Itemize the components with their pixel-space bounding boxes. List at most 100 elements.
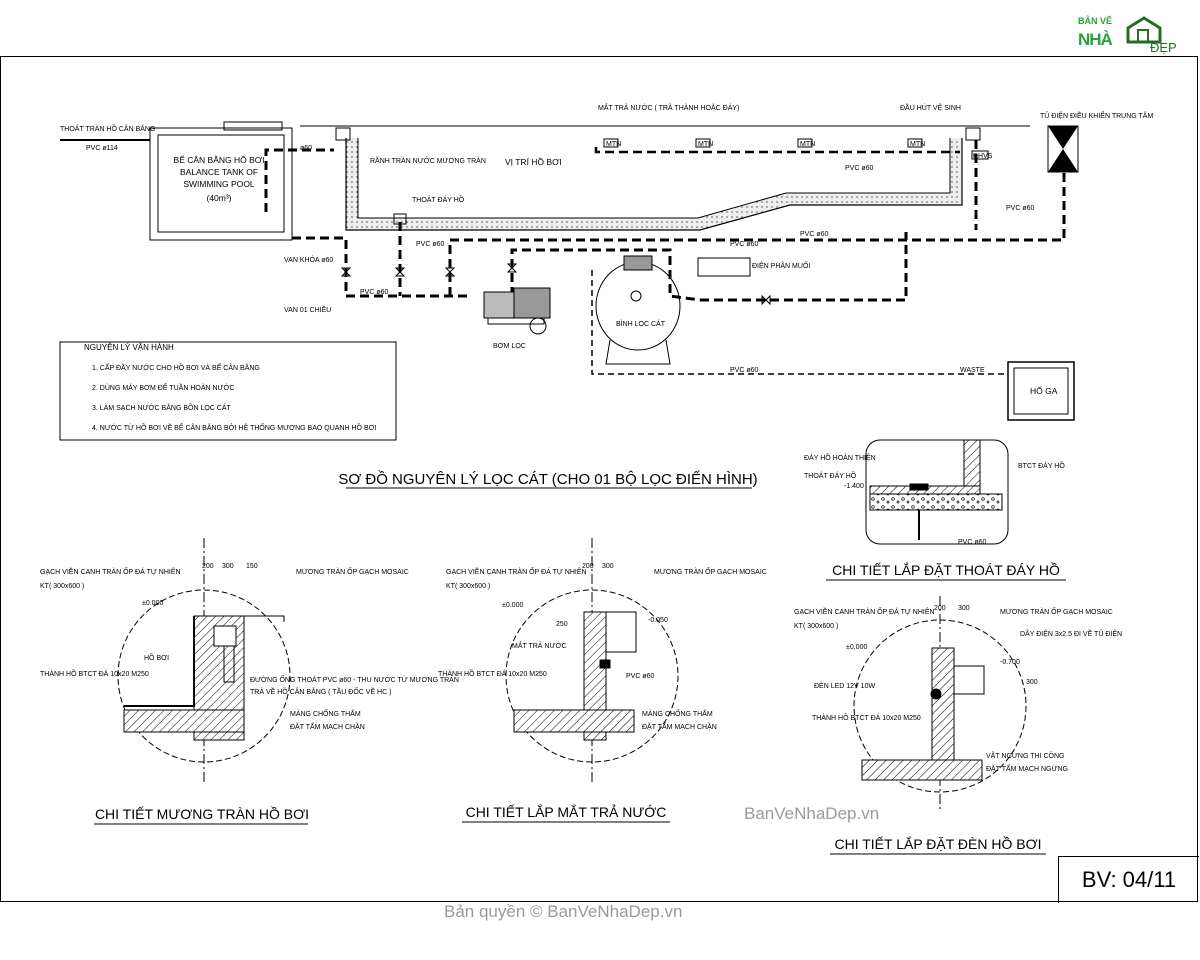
manhole-outer: [1007, 361, 1075, 421]
pvc-60-label-pool: PVC ø60: [845, 165, 874, 172]
balance-tank-outer: [149, 127, 293, 241]
pvc-60-label-e: PVC ø60: [1006, 205, 1035, 212]
gutter-pipe-label: ĐƯỜNG ỐNG THOÁT PVC ø60 - THU NƯỚC TỪ MƯ…: [250, 674, 459, 684]
gutter-membrane: [124, 616, 195, 707]
light-waterproof-label: VẬT NGỪNG THI CÔNG: [986, 751, 1064, 760]
gutter-detail-circle: [117, 589, 291, 763]
valves: [340, 263, 771, 306]
pvc-60-label-g: PVC ø60: [730, 367, 759, 374]
balance-tank-volume: (40m³): [206, 193, 231, 203]
sand-filter-icon: [595, 255, 681, 365]
sand-filter-label: BÌNH LỌC CÁT: [616, 319, 666, 328]
waste-pipe: [591, 270, 1006, 375]
light-slab: [861, 759, 983, 781]
light-level: ±0.000: [846, 644, 867, 651]
balance-tank-name-en-1: BALANCE TANK OF: [180, 167, 258, 177]
pvc-60-label-c: PVC ø60: [800, 231, 829, 238]
pipe-60-label: ø60: [300, 145, 312, 152]
nozzle-tag: MTN: [910, 141, 925, 148]
gutter-detail-title: CHI TIẾT MƯƠNG TRÀN HỒ BƠI: [95, 805, 309, 822]
light-dim-1: 200: [934, 605, 946, 612]
light-detail-title: CHI TIẾT LẮP ĐẶT ĐÈN HỒ BƠI: [834, 835, 1041, 852]
nozzle-wall: [583, 611, 607, 741]
house-icon: [1126, 16, 1162, 44]
operation-notes-box: [59, 341, 397, 441]
drain-wall-label: BTCT ĐÁY HỒ: [1018, 460, 1065, 470]
pool-water: [357, 138, 951, 219]
nozzle-dim-2: 300: [602, 563, 614, 570]
led-light-icon: [930, 688, 942, 700]
overflow-inlet-label: THOÁT TRÀN HỒ CÂN BẰNG: [60, 123, 155, 133]
drawing-frame: [0, 56, 1198, 902]
valve-icon: [444, 267, 456, 277]
pvc-114-label: PVC ø114: [86, 145, 118, 152]
nozzle-tag: MTN: [800, 141, 815, 148]
return-nozzle-label: MẮT TRẢ NƯỚC ( TRẢ THÀNH HOẶC ĐÁY): [598, 103, 739, 112]
nozzle-edge-size: KT( 300x600 ): [446, 583, 490, 590]
note-item: 4. NƯỚC TỪ HỒ BƠI VỀ BỂ CÂN BẰNG BỞI HỆ …: [92, 422, 377, 432]
gutter-dim-2: 300: [222, 563, 234, 570]
waste-label: WASTE: [960, 367, 985, 374]
light-detail-circle: [853, 619, 1027, 793]
logo-line-3: ĐẸP: [1150, 40, 1177, 55]
gutter-edge-size: KT( 300x600 ): [40, 583, 84, 590]
drain-label: THOÁT ĐÁY HỒ: [804, 470, 857, 480]
return-pipe-pool: [594, 147, 960, 154]
nozzle-detail-title: CHI TIẾT LẮP MẮT TRẢ NƯỚC: [466, 803, 667, 820]
light-channel: [953, 665, 985, 695]
drain-detail-title: CHI TIẾT LẮP ĐẶT THOÁT ĐÁY HỒ: [832, 561, 1060, 578]
valve-icon: [761, 294, 771, 306]
pvc-60-label-f: PVC ø60: [360, 289, 389, 296]
copyright-notice: Bản quyền © BanVeNhaDep.vn: [444, 902, 683, 921]
nozzle-level: ±0.000: [502, 602, 523, 609]
gutter-mosaic-label: MƯƠNG TRÀN ỐP GẠCH MOSAIC: [296, 566, 409, 576]
drain-floor-label: ĐÁY HỒ HOÀN THIỆN: [804, 452, 876, 462]
logo-line-1: BẢN VẼ: [1078, 16, 1113, 26]
light-wall: [931, 647, 955, 771]
nozzle-slab: [513, 709, 635, 733]
gutter-pool-label: HỒ BƠI: [144, 652, 169, 662]
led-label: ĐÈN LED 12V 10W: [814, 681, 875, 690]
gutter-deck: [244, 615, 285, 622]
watermark: BanVeNhaDep.vn: [744, 804, 880, 823]
gutter-box-right: [965, 127, 981, 141]
manhole-label: HỐ GA: [1030, 385, 1058, 396]
control-panel-label: TỦ ĐIỆN ĐIỀU KHIỂN TRUNG TÂM: [1040, 110, 1153, 120]
gutter-detail: GẠCH VIỀN CANH TRÀN ỐP ĐÁ TỰ NHIÊN KT( 3…: [40, 538, 459, 825]
light-dim-2: 300: [958, 605, 970, 612]
nozzle-dim-1: 200: [582, 563, 594, 570]
note-item: 2. DÙNG MÁY BƠM ĐỂ TUẦN HOÀN NƯỚC: [92, 382, 235, 392]
light-waterproof-label-2: ĐẶT TẤM MẠCH NGỪNG: [986, 763, 1068, 773]
light-detail: GẠCH VIỀN CANH TRÀN ỐP ĐÁ TỰ NHIÊN KT( 3…: [794, 596, 1122, 855]
gutter-label: RÃNH TRÀN NƯỚC MƯƠNG TRÀN: [370, 156, 486, 165]
light-edge-label: GẠCH VIỀN CANH TRÀN ỐP ĐÁ TỰ NHIÊN: [794, 606, 935, 616]
filtration-schematic: BỂ CÂN BẰNG HỒ BƠI BALANCE TANK OF SWIMM…: [59, 102, 1153, 489]
nozzle-fitting: [599, 659, 611, 669]
pump-icon: [483, 287, 551, 335]
tank-overflow-pipe: [264, 148, 334, 212]
nozzle-dim-3: 250: [556, 621, 568, 628]
gutter-waterproof-label: MÀNG CHỐNG THẤM: [290, 708, 361, 718]
heater-label: ĐIỆN PHÂN MUỐI: [752, 260, 810, 270]
nozzle-tag-box: [603, 138, 619, 148]
nozzle-edge-label: GẠCH VIỀN CANH TRÀN ỐP ĐÁ TỰ NHIÊN: [446, 566, 587, 576]
notes-title: NGUYÊN LÝ VẬN HÀNH: [84, 343, 174, 352]
nozzle-tag-box: [797, 138, 813, 148]
nozzle-label: MẮT TRẢ NƯỚC: [512, 641, 567, 650]
drain-level: -1.400: [844, 483, 864, 490]
balance-tank-cover: [223, 121, 283, 131]
pvc-60-label-b: PVC ø60: [416, 241, 445, 248]
nozzle-detail: GẠCH VIỀN CANH TRÀN ỐP ĐÁ TỰ NHIÊN KT( 3…: [438, 538, 767, 823]
nozzle-level-2: -0.050: [648, 617, 668, 624]
check-valve-label: VAN 01 CHIỀU: [284, 304, 331, 314]
light-cable-label: DÂY ĐIỆN 3x2.5 ĐI VỀ TỦ ĐIỆN: [1020, 628, 1122, 638]
light-dim-3: 300: [1026, 679, 1038, 686]
balance-tank-name-en-2: SWIMMING POOL: [183, 179, 255, 189]
suction-pipe-from-tank: [292, 236, 470, 298]
valve-icon: [340, 267, 352, 277]
nozzle-tag-box: [907, 138, 923, 148]
gutter-level: ±0.000: [142, 600, 163, 607]
drain-wall: [963, 439, 981, 487]
nozzle-mosaic-label: MƯƠNG TRÀN ỐP GẠCH MOSAIC: [654, 566, 767, 576]
